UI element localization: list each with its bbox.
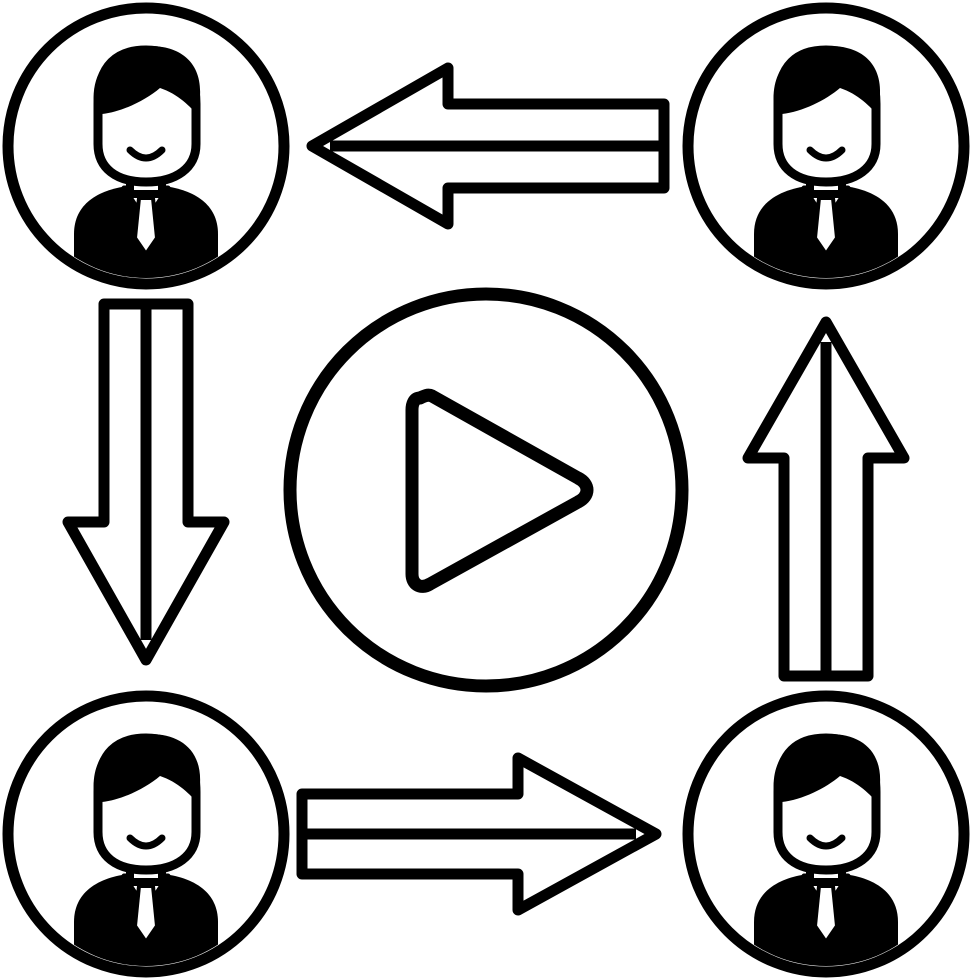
person-avatar-icon	[688, 696, 964, 972]
person-avatar-icon	[8, 8, 284, 284]
play-icon	[283, 287, 689, 693]
arrow-icon	[742, 316, 910, 682]
arrow-icon	[296, 752, 662, 916]
arrow-icon	[62, 298, 230, 666]
arrow-icon	[306, 62, 670, 230]
person-avatar-icon	[688, 8, 964, 284]
person-avatar-icon	[8, 696, 284, 972]
